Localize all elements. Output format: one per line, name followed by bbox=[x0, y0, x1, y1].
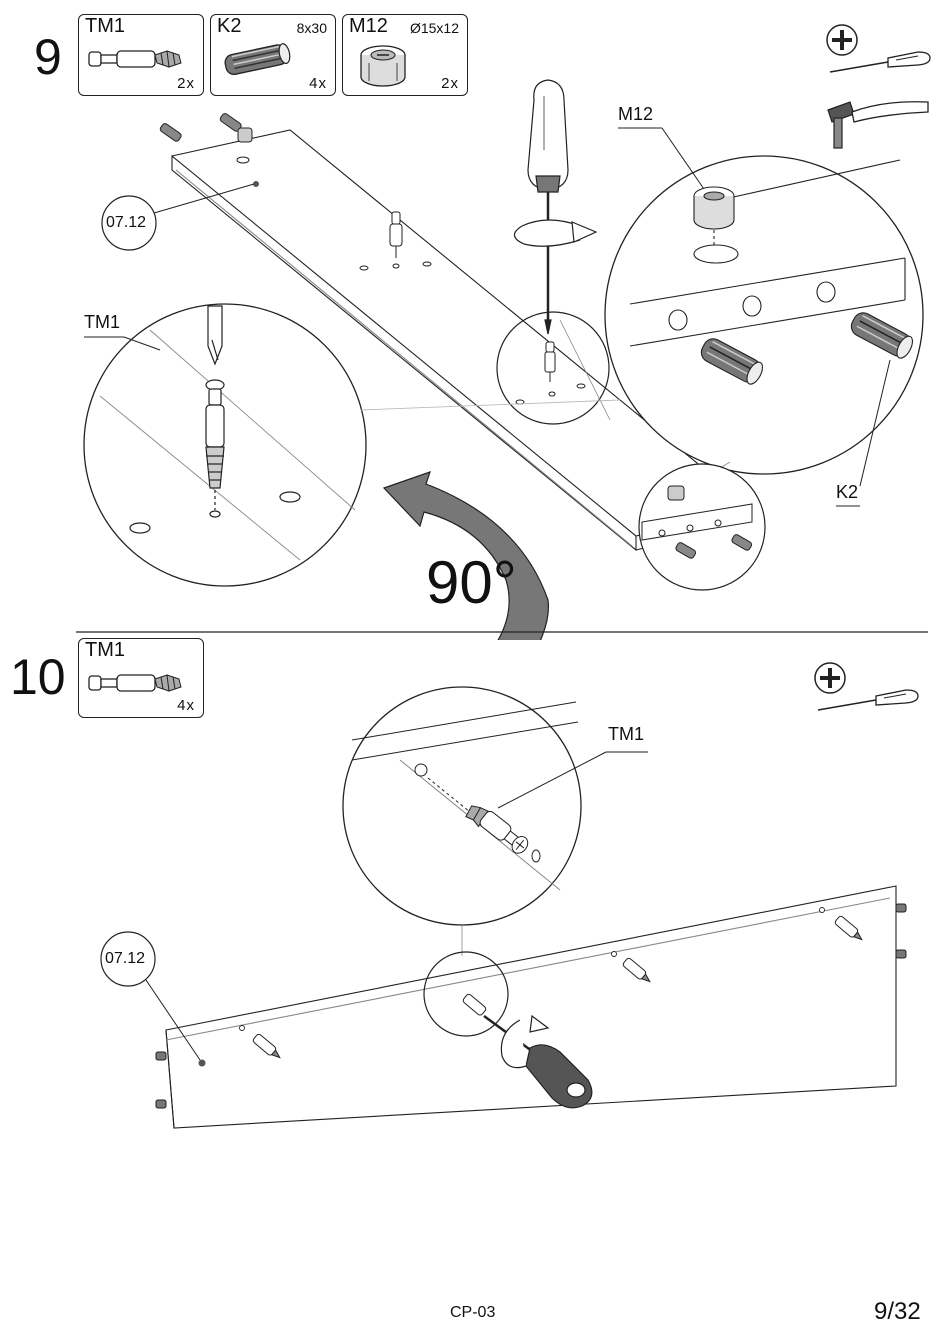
page-number: 9/32 bbox=[874, 1298, 921, 1326]
detail-label-tm1: TM1 bbox=[608, 724, 644, 745]
panel-reference-label: 07.12 bbox=[105, 950, 145, 968]
document-code: CP-03 bbox=[450, 1304, 495, 1322]
